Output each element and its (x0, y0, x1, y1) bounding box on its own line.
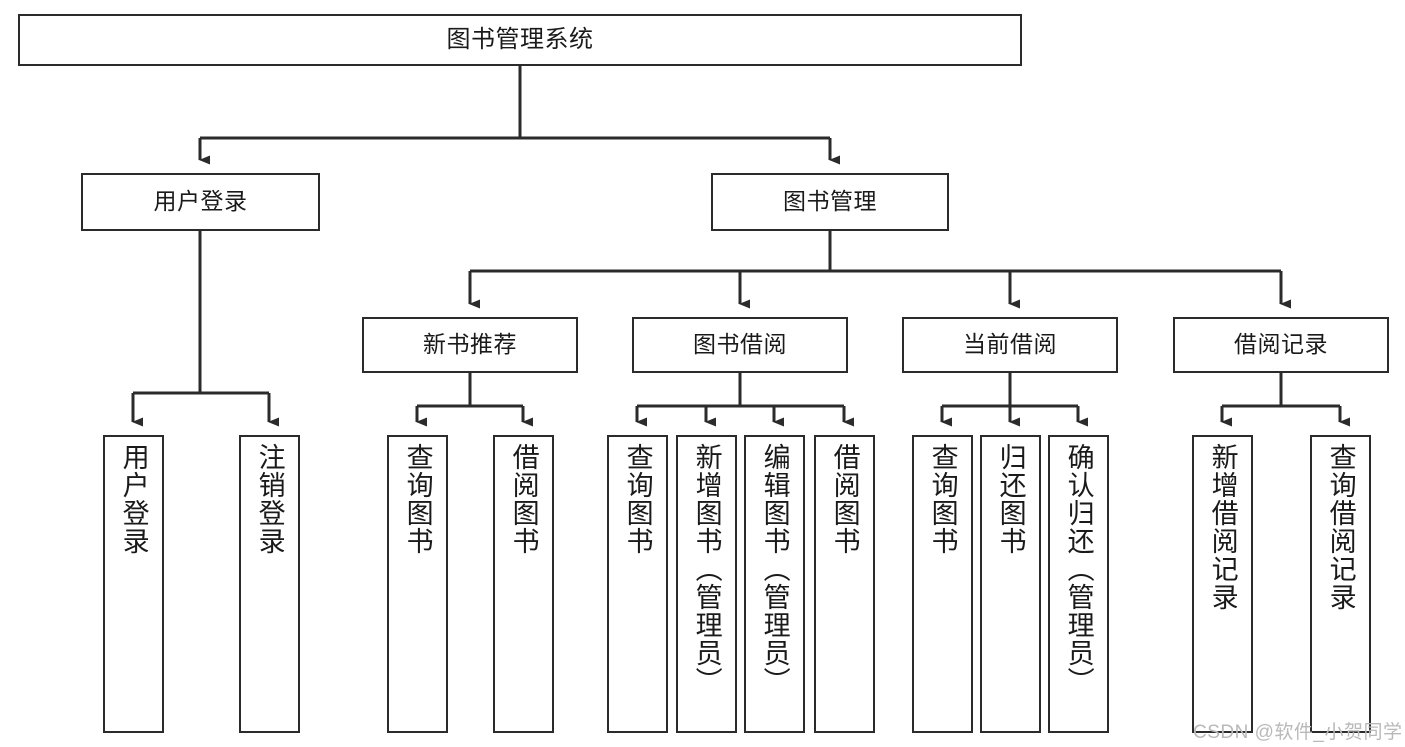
edges-user-login-to-leaves (131, 231, 279, 427)
node-label: 确认归还（管理员） (1063, 443, 1094, 695)
node-label: 新增借阅记录 (1207, 443, 1238, 611)
leaf-add-borrow-record[interactable]: 新增借阅记录 (1192, 435, 1253, 733)
node-root-system[interactable]: 图书管理系统 (18, 14, 1022, 66)
edges-borrow-record-to-leaves (1220, 373, 1350, 427)
leaf-query-borrow-record[interactable]: 查询借阅记录 (1310, 435, 1371, 733)
leaf-borrow-book-new[interactable]: 借阅图书 (493, 435, 554, 733)
leaf-query-book-borrow[interactable]: 查询图书 (607, 435, 668, 733)
leaf-logout[interactable]: 注销登录 (239, 435, 300, 733)
node-label: 用户登录 (153, 188, 248, 215)
node-label: 当前借阅 (963, 331, 1057, 358)
leaf-query-book-new[interactable]: 查询图书 (387, 435, 448, 733)
node-label: 查询图书 (927, 443, 958, 555)
node-user-login[interactable]: 用户登录 (81, 173, 320, 231)
leaf-confirm-return-admin[interactable]: 确认归还（管理员） (1048, 435, 1109, 733)
watermark: CSDN @软件_小贺同学 (1193, 722, 1403, 743)
node-label: 图书借阅 (693, 331, 787, 358)
node-book-management[interactable]: 图书管理 (711, 173, 949, 231)
edges-new-book-to-leaves (415, 373, 533, 427)
node-label: 查询图书 (622, 443, 653, 555)
node-borrow-record[interactable]: 借阅记录 (1173, 317, 1389, 373)
leaf-user-login[interactable]: 用户登录 (103, 435, 164, 733)
node-label: 注销登录 (254, 443, 285, 555)
node-label: 编辑图书（管理员） (759, 443, 790, 695)
leaf-add-book-admin[interactable]: 新增图书（管理员） (676, 435, 737, 733)
leaf-return-book[interactable]: 归还图书 (980, 435, 1041, 733)
node-new-book-recommend[interactable]: 新书推荐 (362, 317, 578, 373)
node-label: 图书管理系统 (446, 25, 594, 53)
leaf-query-book-current[interactable]: 查询图书 (912, 435, 973, 733)
edges-current-borrow-to-leaves (940, 373, 1088, 427)
node-label: 借阅图书 (829, 443, 860, 555)
node-current-borrow[interactable]: 当前借阅 (902, 317, 1118, 373)
node-label: 新书推荐 (423, 331, 517, 358)
node-label: 借阅图书 (508, 443, 539, 555)
edges-book-borrow-to-leaves (635, 373, 854, 427)
node-label: 图书管理 (783, 188, 877, 215)
node-book-borrow[interactable]: 图书借阅 (632, 317, 848, 373)
node-label: 查询借阅记录 (1325, 443, 1356, 611)
node-label: 归还图书 (995, 443, 1026, 555)
node-label: 用户登录 (118, 443, 149, 555)
node-label: 借阅记录 (1234, 331, 1328, 358)
node-label: 新增图书（管理员） (691, 443, 722, 695)
edges-level1-books-to-level2 (468, 231, 1291, 309)
leaf-borrow-book[interactable]: 借阅图书 (814, 435, 875, 733)
edges-root-to-level1 (198, 66, 840, 165)
node-label: 查询图书 (402, 443, 433, 555)
leaf-edit-book-admin[interactable]: 编辑图书（管理员） (744, 435, 805, 733)
